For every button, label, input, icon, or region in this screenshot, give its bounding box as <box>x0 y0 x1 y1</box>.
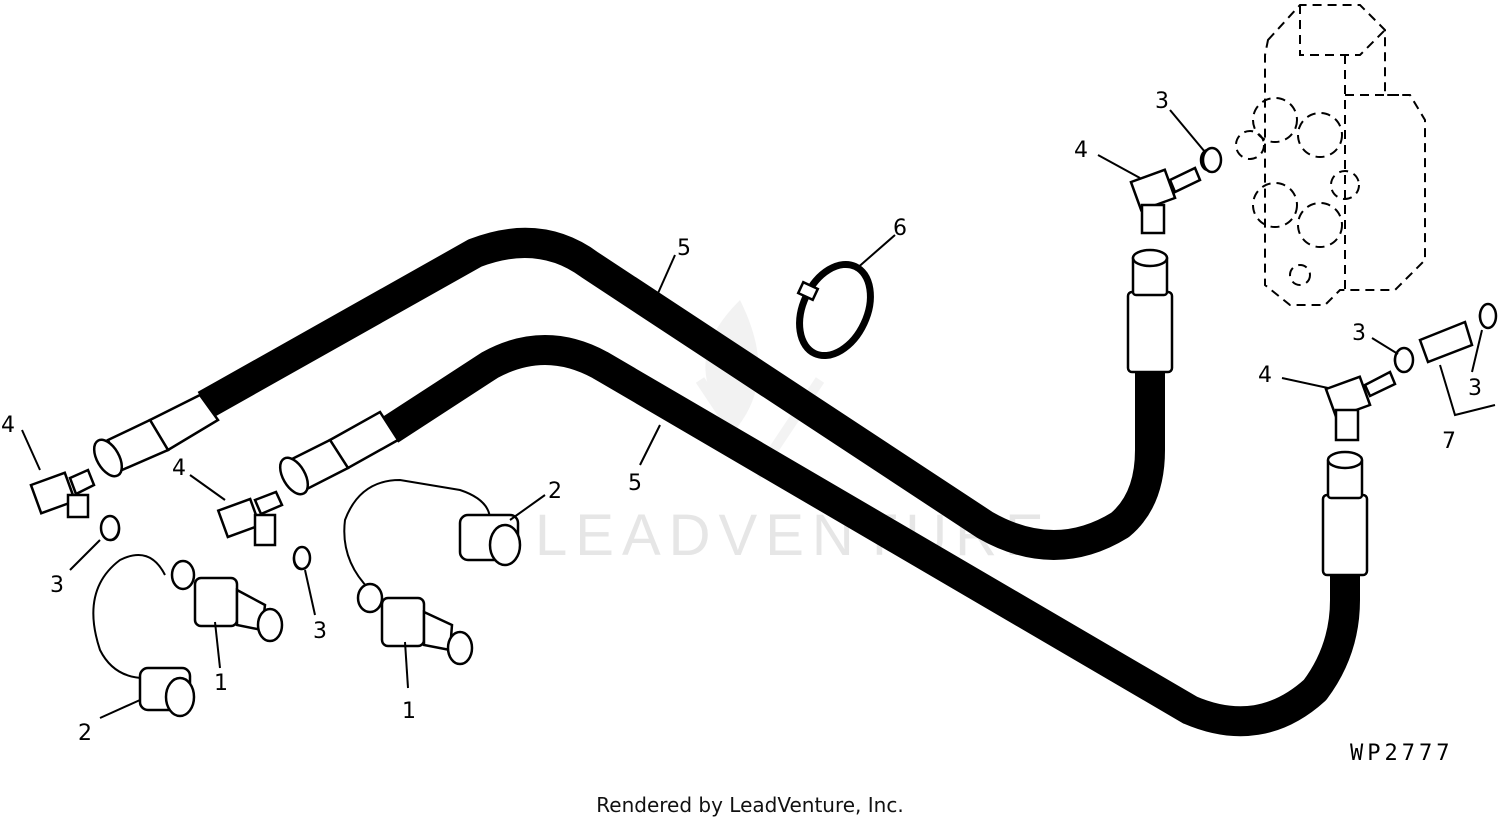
callout-coupler-left: 1 <box>214 671 228 696</box>
callout-elbow-center: 4 <box>172 456 186 481</box>
elbow-fitting-top-right <box>1129 148 1217 235</box>
callout-dust-cap-center: 2 <box>548 479 562 504</box>
hose-clamp <box>796 260 874 360</box>
callout-dust-cap-left: 2 <box>78 721 92 746</box>
dust-cap-left <box>92 554 196 718</box>
hose-upper <box>92 227 1174 560</box>
callout-elbow-right-mid: 4 <box>1258 363 1272 388</box>
callout-elbow-left: 4 <box>1 413 15 438</box>
hose-lower <box>278 335 1369 737</box>
quick-coupler-left <box>193 576 284 643</box>
quick-coupler-center <box>380 596 474 666</box>
oring-right-mid <box>1393 346 1415 374</box>
callout-oring-right-mid: 3 <box>1352 321 1366 346</box>
callout-hose-lower: 5 <box>628 471 642 496</box>
callout-oring-center: 3 <box>313 619 327 644</box>
callout-adapter-oring: 3 <box>1468 376 1482 401</box>
callout-coupler-center: 1 <box>402 699 416 724</box>
callout-hose-upper: 5 <box>677 236 691 261</box>
callout-oring-left: 3 <box>50 573 64 598</box>
leader-lines <box>21 109 1496 719</box>
control-valve-outline <box>1235 4 1426 306</box>
oring-adapter <box>1478 302 1498 330</box>
callout-oring-top-right: 3 <box>1155 89 1169 114</box>
oring-center <box>292 545 312 571</box>
callout-adapter-kit: 7 <box>1442 429 1456 454</box>
callout-hose-clamp: 6 <box>893 216 907 241</box>
dust-cap-center <box>343 478 522 614</box>
footer-credit: Rendered by LeadVenture, Inc. <box>596 793 904 817</box>
oring-top-right <box>1201 146 1223 174</box>
elbow-fitting-left <box>29 468 121 542</box>
oring-left <box>99 514 121 542</box>
figure-code: WP2777 <box>1350 741 1453 766</box>
callout-elbow-top-right: 4 <box>1074 138 1088 163</box>
